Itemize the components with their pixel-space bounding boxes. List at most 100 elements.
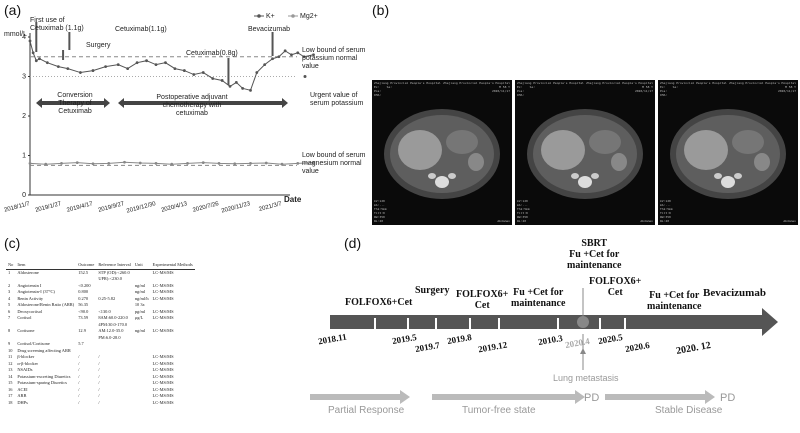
table-cell xyxy=(133,400,151,407)
data-point-potassium xyxy=(28,39,32,43)
panel-label-a: (a) xyxy=(4,2,22,18)
table-cell: pg/ml xyxy=(134,308,146,314)
adjuvant-arrow xyxy=(118,98,288,108)
data-point-potassium xyxy=(228,84,232,88)
lab-results-table: No Item Outcome Reference Interval Unit … xyxy=(6,262,300,430)
y-tick-label: 4 xyxy=(22,34,26,41)
arrow-stable-disease xyxy=(605,390,715,404)
ct-header-left: Zhejiang Provincial People's Hospital Ex… xyxy=(517,81,584,97)
table-cell: LC-MS/MS xyxy=(152,367,174,372)
table-cell: 6 xyxy=(8,308,11,314)
outcome-tumor-free: Tumor-free state xyxy=(462,405,536,416)
table-cell: Angiotensin-I (37°C) xyxy=(17,289,55,294)
data-point-magnesium xyxy=(123,160,126,164)
table-cell: DHPs xyxy=(17,399,28,405)
note-urgent-potassium: Urgent value of serum potassium xyxy=(310,92,364,107)
data-point-magnesium xyxy=(60,162,63,165)
ct-image-1: Zhejiang Provincial People's Hospital Ex… xyxy=(372,80,512,225)
table-cell: Angiotensin I xyxy=(17,282,42,288)
table-cell: LC-MS/MS xyxy=(152,282,174,288)
legend-k: K+ xyxy=(266,13,275,20)
data-point-magnesium xyxy=(233,162,237,166)
table-cell: 152.5 xyxy=(78,269,89,275)
event-cetuximab-1: Cetuximab(1.1g) xyxy=(115,26,167,33)
data-point-magnesium xyxy=(107,162,111,165)
tl-folfox-2: FOLFOX6+ Cet xyxy=(456,289,509,311)
table-cell: 12.9 xyxy=(78,328,86,333)
col-item: Item xyxy=(17,262,26,267)
y-tick-label: 1 xyxy=(22,153,26,160)
table-cell: 5 xyxy=(8,302,11,307)
tl-folfox-3: FOLFOX6+ Cet xyxy=(589,276,642,298)
lab-table: No Item Outcome Reference Interval Unit … xyxy=(6,262,195,406)
table-cell: 0.25-5.82 xyxy=(98,295,116,301)
data-point-potassium xyxy=(271,57,274,61)
ct-footer-left: kV:120 mA:... Thk:5mm Tilt:0 WW:350 WL:4… xyxy=(660,199,673,223)
table-cell: 17 xyxy=(8,393,13,398)
table-cell: Potassium-excreting Diuretics xyxy=(17,373,71,379)
tl-maintenance-2: Fu +Cet for maintenance xyxy=(647,290,702,312)
table-cell: STP (OD):<260.0 UPR):<230.0 xyxy=(98,269,130,282)
event-cetuximab-2: Cetuximab(0.8g) xyxy=(186,50,238,57)
data-point-potassium xyxy=(116,63,120,67)
table-cell: Cortisol xyxy=(17,315,32,320)
ct-footer-right: Abdomen xyxy=(640,219,653,223)
lung-arrow-head xyxy=(580,348,586,354)
data-point-potassium xyxy=(154,63,158,67)
table-cell: 13 xyxy=(8,367,13,372)
table-cell xyxy=(133,269,151,283)
lung-metastasis-label: Lung metastasis xyxy=(553,373,619,383)
treatment-timeline xyxy=(310,288,778,404)
arrow-partial-response xyxy=(310,390,410,404)
table-cell: 15 xyxy=(8,380,13,385)
data-point-potassium xyxy=(241,86,245,90)
table-cell: LC-MS/MS xyxy=(152,315,174,320)
tl-folfox-1: FOLFOX6+Cet xyxy=(345,297,413,308)
data-point-potassium xyxy=(104,65,107,69)
data-point-potassium xyxy=(255,71,259,74)
table-cell: Cortisone xyxy=(17,328,35,333)
table-cell: / xyxy=(78,367,80,372)
data-point-potassium xyxy=(234,81,238,84)
table-cell: / xyxy=(78,399,80,405)
table-cell: 5.7 xyxy=(78,341,84,346)
x-tick-label: 2021/3/7 xyxy=(258,201,283,213)
table-cell: <0.200 xyxy=(78,282,91,288)
data-point-potassium xyxy=(126,67,130,70)
data-point-potassium xyxy=(211,77,215,80)
table-cell: LC-MS/MS xyxy=(152,328,174,333)
x-tick-label: 2020/7/26 xyxy=(192,201,220,214)
data-point-potassium xyxy=(91,69,95,72)
data-point-magnesium xyxy=(44,162,48,166)
data-point-potassium xyxy=(34,59,38,63)
table-cell: / xyxy=(98,393,100,398)
col-outcome: Outcome xyxy=(78,262,95,267)
arrow-tumor-free xyxy=(432,390,585,404)
table-cell: / xyxy=(98,360,100,366)
ct-image-3: Zhejiang Provincial People's Hospital Ex… xyxy=(658,80,798,225)
data-point-potassium xyxy=(145,59,148,63)
table-cell: 1 xyxy=(8,269,11,275)
table-cell: β-blocker xyxy=(17,354,35,359)
table-cell: / xyxy=(98,399,100,405)
data-point-magnesium xyxy=(296,162,300,165)
phase-adjuvant: Postoperative adjuvant chemotherapy with… xyxy=(156,94,228,117)
table-cell: 10 xyxy=(8,347,13,353)
ct-slice-graphic xyxy=(384,109,500,199)
data-point-potassium xyxy=(290,53,293,57)
x-tick-label: 2019/12/30 xyxy=(126,201,157,215)
table-cell: 7 xyxy=(8,315,11,320)
table-cell: LC-MS/MS xyxy=(152,308,174,314)
data-point-potassium xyxy=(249,88,252,92)
series-line-potassium xyxy=(29,40,314,91)
y-tick-label: 0 xyxy=(22,192,26,199)
table-cell: AM:12.0-35.0 PM:6.0-28.0 xyxy=(98,328,124,340)
y-axis-label: mmol/L xyxy=(4,31,27,38)
data-point-potassium xyxy=(201,71,205,74)
ct-header-right: Zhejiang Provincial People's Hospital M … xyxy=(443,81,510,93)
